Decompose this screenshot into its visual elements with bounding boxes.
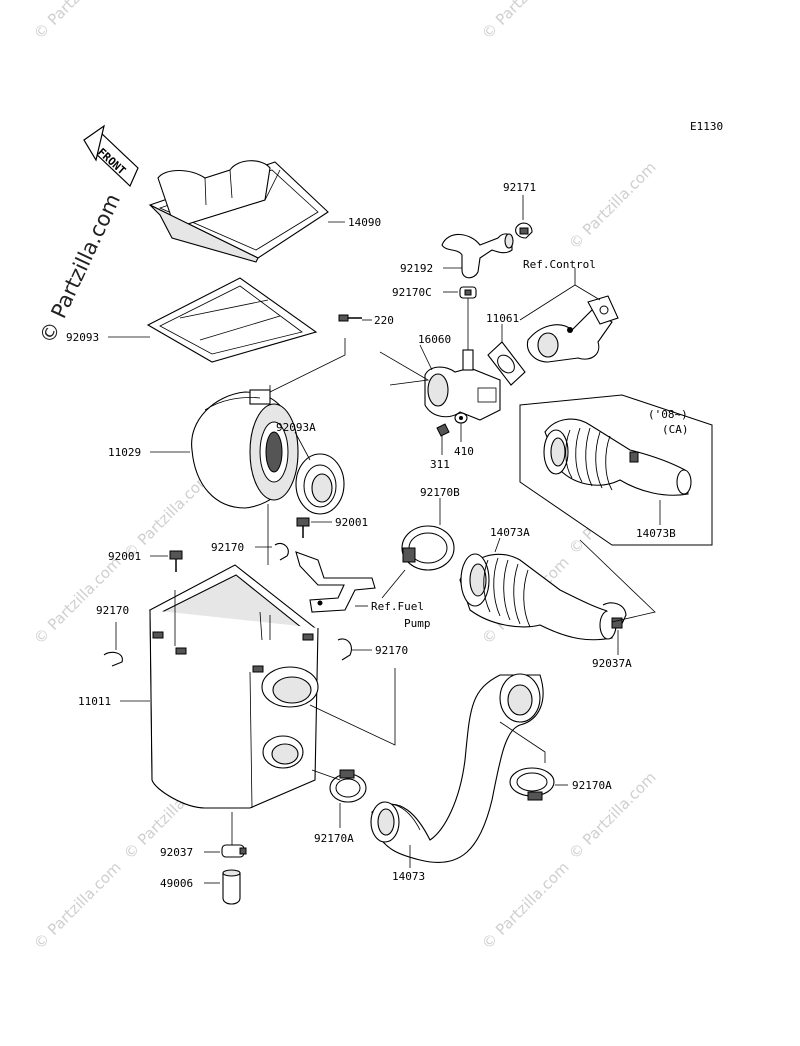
label-92170C: 92170C bbox=[392, 286, 432, 299]
seal-92093 bbox=[146, 277, 318, 363]
label-92037A: 92037A bbox=[592, 657, 632, 670]
clamp-92170C bbox=[459, 286, 477, 299]
front-arrow: FRONT bbox=[83, 124, 139, 188]
watermark-top-left: © Partzilla.com bbox=[30, 0, 125, 43]
watermark-right-upper: © Partzilla.com bbox=[565, 158, 660, 253]
washer-410 bbox=[454, 412, 468, 424]
watermark-mid-left: © Partzilla.com bbox=[30, 553, 125, 648]
label-92170-left: 92170 bbox=[96, 604, 129, 617]
label-16060: 16060 bbox=[418, 333, 451, 346]
clip-92170-center bbox=[274, 542, 289, 561]
drain-49006 bbox=[222, 869, 241, 905]
bolt-92001-left bbox=[169, 550, 183, 572]
label-311: 311 bbox=[430, 458, 450, 471]
label-49006: 49006 bbox=[160, 877, 193, 890]
label-92093: 92093 bbox=[66, 331, 99, 344]
gasket-11061 bbox=[487, 341, 526, 386]
ref-control: Ref.Control bbox=[523, 258, 596, 271]
label-92001-left: 92001 bbox=[108, 550, 141, 563]
air-cleaner-cover bbox=[148, 160, 329, 263]
air-cleaner-case bbox=[148, 504, 319, 809]
duct-14073 bbox=[370, 673, 544, 864]
label-92192: 92192 bbox=[400, 262, 433, 275]
bracket bbox=[295, 551, 376, 613]
label-14090: 14090 bbox=[348, 216, 381, 229]
bolt-92001-upper bbox=[296, 517, 310, 538]
clip-92170-right bbox=[337, 638, 352, 661]
label-92171: 92171 bbox=[503, 181, 536, 194]
clamp-92037 bbox=[221, 844, 247, 858]
diagram-code: E1130 bbox=[690, 120, 723, 133]
clamp-92171 bbox=[515, 222, 533, 239]
variant-box-14073B: ('08~) (CA) 14073B bbox=[519, 394, 713, 546]
label-92037: 92037 bbox=[160, 846, 193, 859]
clamp-92170A-lower bbox=[329, 769, 367, 803]
label-92170A-right: 92170A bbox=[572, 779, 612, 792]
label-14073B: 14073B bbox=[636, 527, 676, 540]
label-14073A: 14073A bbox=[490, 526, 530, 539]
hose-92192 bbox=[441, 233, 514, 279]
ref-fuel-pump-line1: Ref.Fuel bbox=[371, 600, 424, 613]
label-92170B: 92170B bbox=[420, 486, 460, 499]
clip-92170-left bbox=[103, 651, 123, 667]
air-filter-element bbox=[191, 389, 299, 509]
screw-220 bbox=[338, 314, 362, 322]
label-92170-center: 92170 bbox=[211, 541, 244, 554]
label-11061: 11061 bbox=[486, 312, 519, 325]
variant-note-year: ('08~) bbox=[648, 408, 688, 421]
label-410: 410 bbox=[454, 445, 474, 458]
boot-14073A bbox=[459, 553, 617, 641]
watermark-left-center: © Partzilla.com bbox=[120, 468, 215, 563]
label-14073: 14073 bbox=[392, 870, 425, 883]
label-220: 220 bbox=[374, 314, 394, 327]
ref-fuel-pump-line2: Pump bbox=[404, 617, 431, 630]
holder-16060 bbox=[424, 298, 501, 421]
ring-92093A bbox=[295, 453, 345, 515]
nut-311 bbox=[436, 423, 450, 437]
label-11029: 11029 bbox=[108, 446, 141, 459]
throttle-body-ref bbox=[526, 295, 619, 363]
label-92093A: 92093A bbox=[276, 421, 316, 434]
clamp-92037A bbox=[602, 602, 627, 629]
clamp-92170B bbox=[401, 525, 455, 571]
label-92170-right: 92170 bbox=[375, 644, 408, 657]
label-11011: 11011 bbox=[78, 695, 111, 708]
watermark-bottom-right: © Partzilla.com bbox=[478, 858, 573, 953]
label-92170A-lower: 92170A bbox=[314, 832, 354, 845]
watermark-big: © Partzilla.com bbox=[35, 190, 125, 347]
variant-note-region: (CA) bbox=[662, 423, 689, 436]
watermark-bottom-left: © Partzilla.com bbox=[30, 858, 125, 953]
watermark-top-right: © Partzilla.com bbox=[478, 0, 573, 43]
label-92001-upper: 92001 bbox=[335, 516, 368, 529]
clamp-92170A-right bbox=[509, 767, 555, 801]
